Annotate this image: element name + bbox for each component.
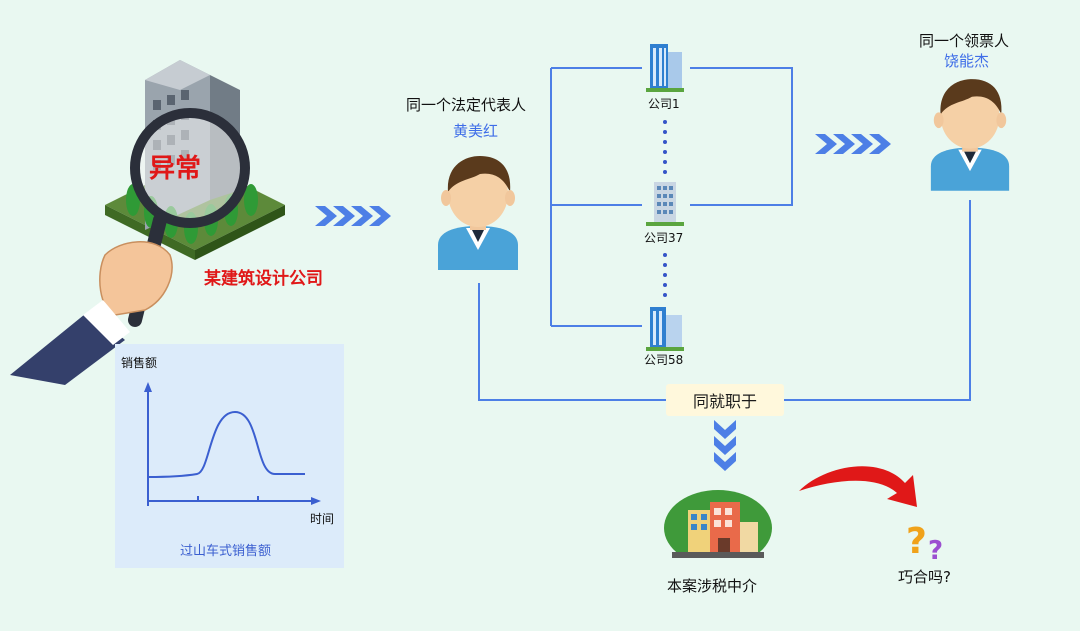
tax-agency-building-icon: [662, 490, 774, 566]
employment-label: 同就职于: [692, 392, 757, 411]
invoice-taker-heading: 同一个领票人: [919, 32, 1010, 50]
office-building-icon-2: [646, 182, 684, 226]
sales-chart-xlabel: 时间: [310, 512, 335, 526]
chevron-arrow-right-icon: [315, 206, 391, 226]
tax-agency-label: 本案涉税中介: [667, 577, 758, 595]
question-label: 巧合吗?: [898, 568, 951, 586]
y-axis-arrow-icon: [144, 382, 152, 392]
svg-text:?: ?: [928, 536, 943, 565]
curved-arrow-icon: [799, 466, 917, 507]
sales-curve-line: [147, 410, 305, 478]
anomaly-stamp-text: 异常: [149, 154, 202, 184]
suspect-building-illustration: [10, 60, 285, 385]
invoice-taker-to-employment-line: [784, 200, 971, 401]
company-label-3: 公司58: [644, 353, 684, 367]
legal-rep-heading: 同一个法定代表人: [406, 96, 527, 114]
employment-label-box: 同就职于: [666, 384, 784, 416]
office-building-icon-3: [646, 307, 684, 351]
company-label-2: 公司37: [644, 231, 684, 245]
bracket-to-invoice-taker: [690, 67, 793, 206]
company-label: 公司1: [648, 97, 680, 111]
person-avatar-icon: [438, 156, 518, 270]
person-avatar-icon-2: [930, 79, 1010, 191]
x-axis-arrow-icon: [311, 497, 321, 505]
suspect-company-name: 某建筑设计公司: [204, 269, 323, 289]
legal-rep-to-employment-line: [478, 283, 666, 401]
chevron-arrow-right-icon-2: [815, 134, 891, 154]
sales-curve-chart: [144, 382, 321, 506]
sales-chart-caption: 过山车式销售额: [180, 544, 272, 559]
office-building-icon: [646, 44, 684, 92]
svg-text:?: ?: [906, 521, 927, 562]
company-ellipsis-dots: [663, 120, 667, 297]
question-marks-icon: ? ?: [906, 521, 943, 565]
sales-chart-ylabel: 销售额: [121, 356, 158, 370]
chevron-arrow-down-icon: [714, 420, 736, 471]
sales-chart-panel: 销售额 时间 过山车式销售额: [115, 344, 344, 568]
legal-rep-name: 黄美红: [453, 122, 499, 140]
invoice-taker-name: 饶能杰: [944, 52, 990, 70]
